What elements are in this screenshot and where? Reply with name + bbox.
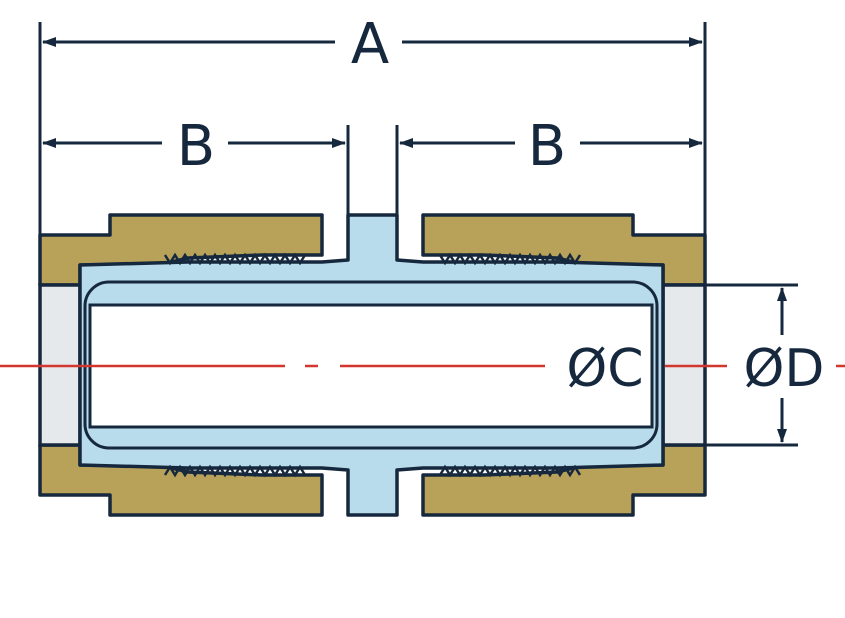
thread-top-left — [163, 252, 307, 266]
dimension-a — [38, 22, 707, 235]
dimension-b-left-label: B — [177, 114, 215, 179]
dimension-d — [705, 283, 798, 447]
threads — [163, 252, 582, 478]
dimension-c-label: ØC — [566, 339, 643, 399]
thread-bottom-left — [163, 464, 307, 478]
dimension-b-left — [42, 125, 350, 215]
dimension-d-label: ØD — [744, 339, 825, 399]
dimension-b-right-label: B — [528, 114, 566, 179]
thread-top-right — [438, 252, 582, 266]
thread-bottom-right — [438, 464, 582, 478]
dimension-b-right — [395, 125, 703, 215]
dimension-a-label: A — [351, 12, 389, 77]
